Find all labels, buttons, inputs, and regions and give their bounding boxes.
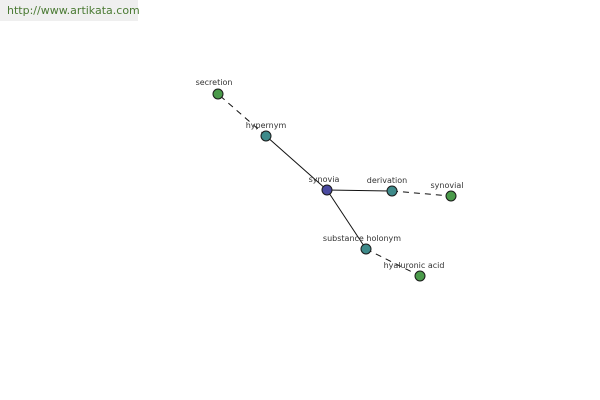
node-substance-holonym-label: substance holonym <box>323 234 401 243</box>
node-synovial-marker[interactable] <box>445 190 457 202</box>
edges-layer <box>217 93 452 277</box>
node-hyaluronic-acid-marker[interactable] <box>414 270 426 282</box>
node-synovial[interactable]: synovial <box>431 181 464 202</box>
node-synovia[interactable]: synovia <box>309 175 340 196</box>
node-synovial-label: synovial <box>431 181 464 190</box>
node-hyaluronic-acid-label: hyaluronic acid <box>384 261 445 270</box>
nodes-layer: secretion hypernym synovia derivation sy… <box>196 78 464 282</box>
node-derivation-marker[interactable] <box>386 185 398 197</box>
edge-synovia-hypernym <box>265 135 328 191</box>
node-substance-holonym[interactable]: substance holonym <box>323 234 401 255</box>
node-secretion-label: secretion <box>196 78 233 87</box>
node-hypernym-label: hypernym <box>246 121 287 130</box>
node-derivation[interactable]: derivation <box>367 176 407 197</box>
url-text: http://www.artikata.com <box>7 4 140 17</box>
edge-derivation-synovial <box>391 190 452 197</box>
edge-synovia-derivation <box>326 189 393 192</box>
node-synovia-marker[interactable] <box>321 184 333 196</box>
node-derivation-label: derivation <box>367 176 407 185</box>
edge-synovia-substance-holonym <box>326 189 367 250</box>
node-secretion[interactable]: secretion <box>196 78 233 100</box>
url-banner: http://www.artikata.com <box>0 0 140 21</box>
node-substance-holonym-marker[interactable] <box>360 243 372 255</box>
node-hypernym-marker[interactable] <box>260 130 272 142</box>
node-hypernym[interactable]: hypernym <box>246 121 287 142</box>
node-hyaluronic-acid[interactable]: hyaluronic acid <box>384 261 445 282</box>
node-synovia-label: synovia <box>309 175 340 184</box>
node-secretion-marker[interactable] <box>212 88 224 100</box>
